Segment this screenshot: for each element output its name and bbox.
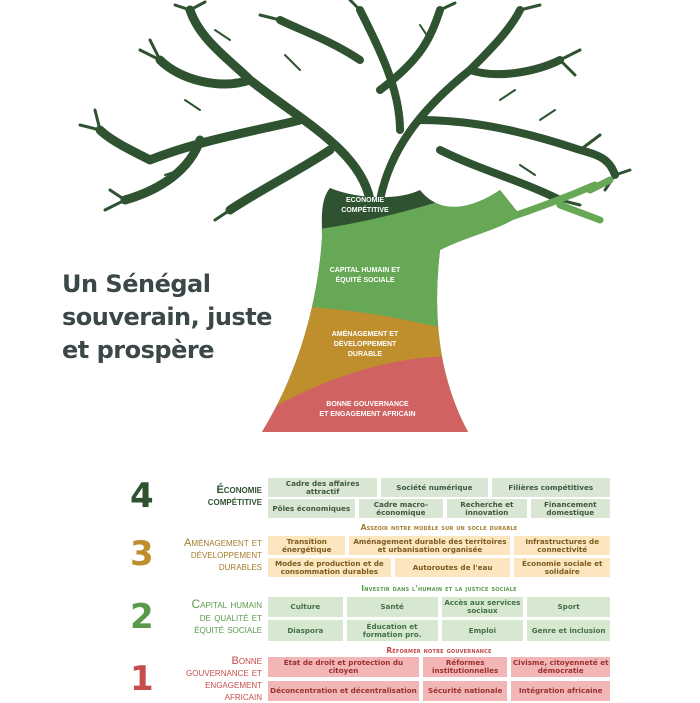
pillar-cell: Diaspora — [268, 620, 343, 641]
pillar-cell: Éducation et formation pro. — [346, 620, 438, 641]
pillar-cell: Cadre des affaires attractif — [268, 478, 378, 497]
text: BONNE GOUVERNANCE — [326, 401, 409, 408]
pillar-cell: Emploi — [441, 620, 524, 641]
section-header: Investir dans l'humain et la justice soc… — [361, 584, 517, 593]
pillar-cell: Sport — [527, 597, 610, 617]
tree-label-gouvernance: BONNE GOUVERNANCE ET ENGAGEMENT AFRICAIN — [300, 400, 435, 420]
text: ET ENGAGEMENT AFRICAIN — [319, 411, 416, 418]
pillar-cell: État de droit et protection du citoyen — [268, 657, 419, 677]
tree-label-capital: CAPITAL HUMAIN ET ÉQUITÉ SOCIALE — [315, 266, 415, 286]
text: ECONOMIE — [345, 197, 385, 204]
text: compétitive — [207, 496, 262, 508]
pillar-cell: Société numérique — [381, 478, 488, 497]
text: équité sociale — [194, 622, 262, 636]
pillar-cell: Infrastructures de connectivité — [514, 536, 611, 555]
text: DÉVELOPPEMENT — [333, 341, 397, 348]
page-title: Un Sénégal souverain, juste et prospère — [62, 268, 272, 367]
canopy-branches — [78, 0, 632, 222]
pillar-cell: Recherche et innovation — [447, 499, 527, 518]
section-number: 4 — [130, 476, 154, 516]
text: ÉQUITÉ SOCIALE — [335, 277, 395, 284]
section-number: 3 — [130, 534, 154, 574]
pillar-cell: Modes de production et de consommation d… — [268, 558, 391, 577]
pillar-cell: Autoroutes de l'eau — [394, 558, 511, 577]
text: COMPÉTITIVE — [341, 207, 389, 214]
pillar-cell: Aménagement durable des territoires et u… — [349, 536, 511, 555]
text: durables — [218, 561, 262, 573]
pillar-cell: Culture — [268, 597, 343, 617]
text: CAPITAL HUMAIN ET — [329, 267, 401, 274]
pillar-cell: Financement domestique — [530, 499, 610, 518]
tree-label-economie: ECONOMIE COMPÉTITIVE — [315, 196, 415, 216]
pillar-cell: Pôles économiques — [268, 499, 355, 518]
section-header: Réformer notre gouvernance — [386, 646, 492, 655]
pillar-cell: Réformes institutionnelles — [422, 657, 508, 677]
title-line: souverain, juste — [62, 303, 272, 331]
text: Économie — [216, 484, 262, 496]
text: africain — [224, 691, 262, 703]
pillar-cell: Transition énergétique — [268, 536, 346, 555]
section-number: 2 — [130, 597, 154, 637]
pillar-cell: Civisme, citoyenneté et démocratie — [511, 657, 610, 677]
text: développement — [190, 549, 262, 561]
pillar-cell: Accès aux services sociaux — [441, 597, 524, 617]
text: Aménagement et — [184, 537, 262, 549]
section-number: 1 — [130, 659, 154, 699]
pillar-cell: Filières compétitives — [491, 478, 610, 497]
pillar-cell: Genre et inclusion — [527, 620, 610, 641]
pillar-cell: Santé — [346, 597, 438, 617]
text: Bonne — [231, 655, 262, 667]
pillar-cell: Économie sociale et solidaire — [514, 558, 610, 577]
baobab-tree-illustration — [78, 0, 632, 432]
text: DURABLE — [347, 351, 383, 358]
pillar-cell: Sécurité nationale — [422, 681, 508, 701]
pillar-cell: Déconcentration et décentralisation — [268, 681, 419, 701]
text: Capital humain — [191, 597, 262, 611]
pillar-cell: Cadre macro-économique — [358, 499, 444, 518]
text: de qualité et — [199, 609, 262, 624]
title-line: et prospère — [62, 336, 214, 364]
text: gouvernance et — [186, 667, 262, 679]
pillar-cell: Intégration africaine — [511, 681, 610, 701]
title-line: Un Sénégal — [62, 270, 211, 298]
section-header: Asseoir notre modèle sur un socle durabl… — [360, 523, 518, 532]
text: engagement — [205, 679, 262, 691]
text: AMÉNAGEMENT ET — [331, 331, 399, 338]
tree-label-amenagement: AMÉNAGEMENT ET DÉVELOPPEMENT DURABLE — [315, 330, 415, 360]
